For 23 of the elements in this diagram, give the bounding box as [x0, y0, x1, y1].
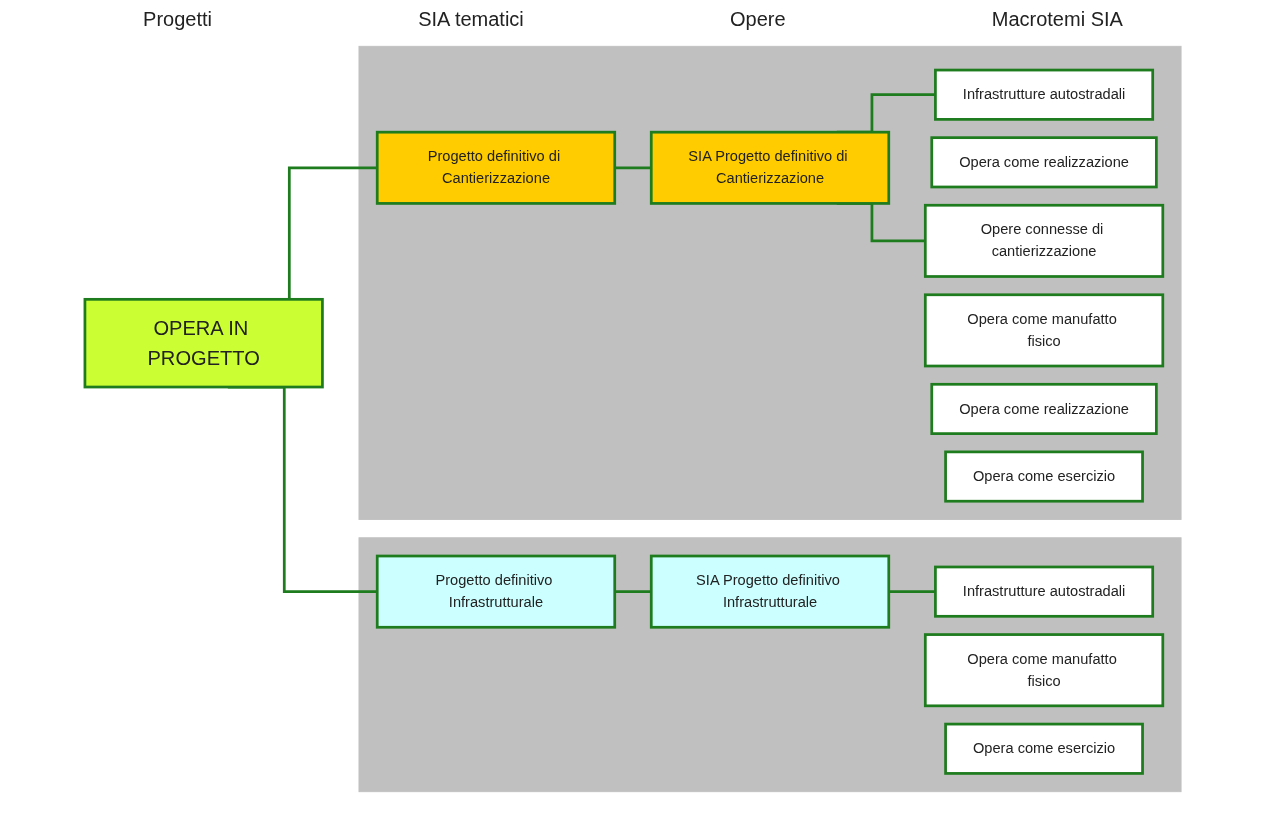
column-heading: SIA tematici [418, 8, 524, 31]
column-heading: Opere [729, 8, 786, 31]
node-box: Opera come realizzazione [930, 382, 1158, 435]
node-box: Opera come realizzazione [930, 136, 1158, 189]
node-box: Infrastrutture autostradali [934, 68, 1155, 121]
cluster [358, 45, 1182, 520]
connector [614, 166, 652, 170]
node-box: Opera come manufatto fisico [923, 633, 1165, 708]
node-box: Opere connesse di cantierizzazione [923, 203, 1165, 278]
connector [614, 590, 652, 593]
node-box: Infrastrutture autostradali [934, 565, 1155, 618]
node-box: OPERA IN PROGETTO [83, 297, 324, 389]
node-box: Progetto definitivo di Cantierizzazione [375, 130, 617, 205]
node-box: Opera come esercizio [944, 450, 1144, 503]
node-box: Progetto definitivo Infrastrutturale [375, 554, 617, 629]
node-box: Opera come manufatto fisico [923, 293, 1165, 368]
node-box: Opera come esercizio [944, 722, 1144, 775]
cluster [358, 537, 1182, 793]
column-heading: Macrotemi SIA [991, 8, 1123, 31]
connector [888, 590, 936, 593]
column-heading: Progetti [143, 8, 212, 31]
node-box: SIA Progetto definitivo di Cantierizzazione [649, 130, 891, 205]
node-box: SIA Progetto definitivo Infrastrutturale [649, 554, 891, 629]
